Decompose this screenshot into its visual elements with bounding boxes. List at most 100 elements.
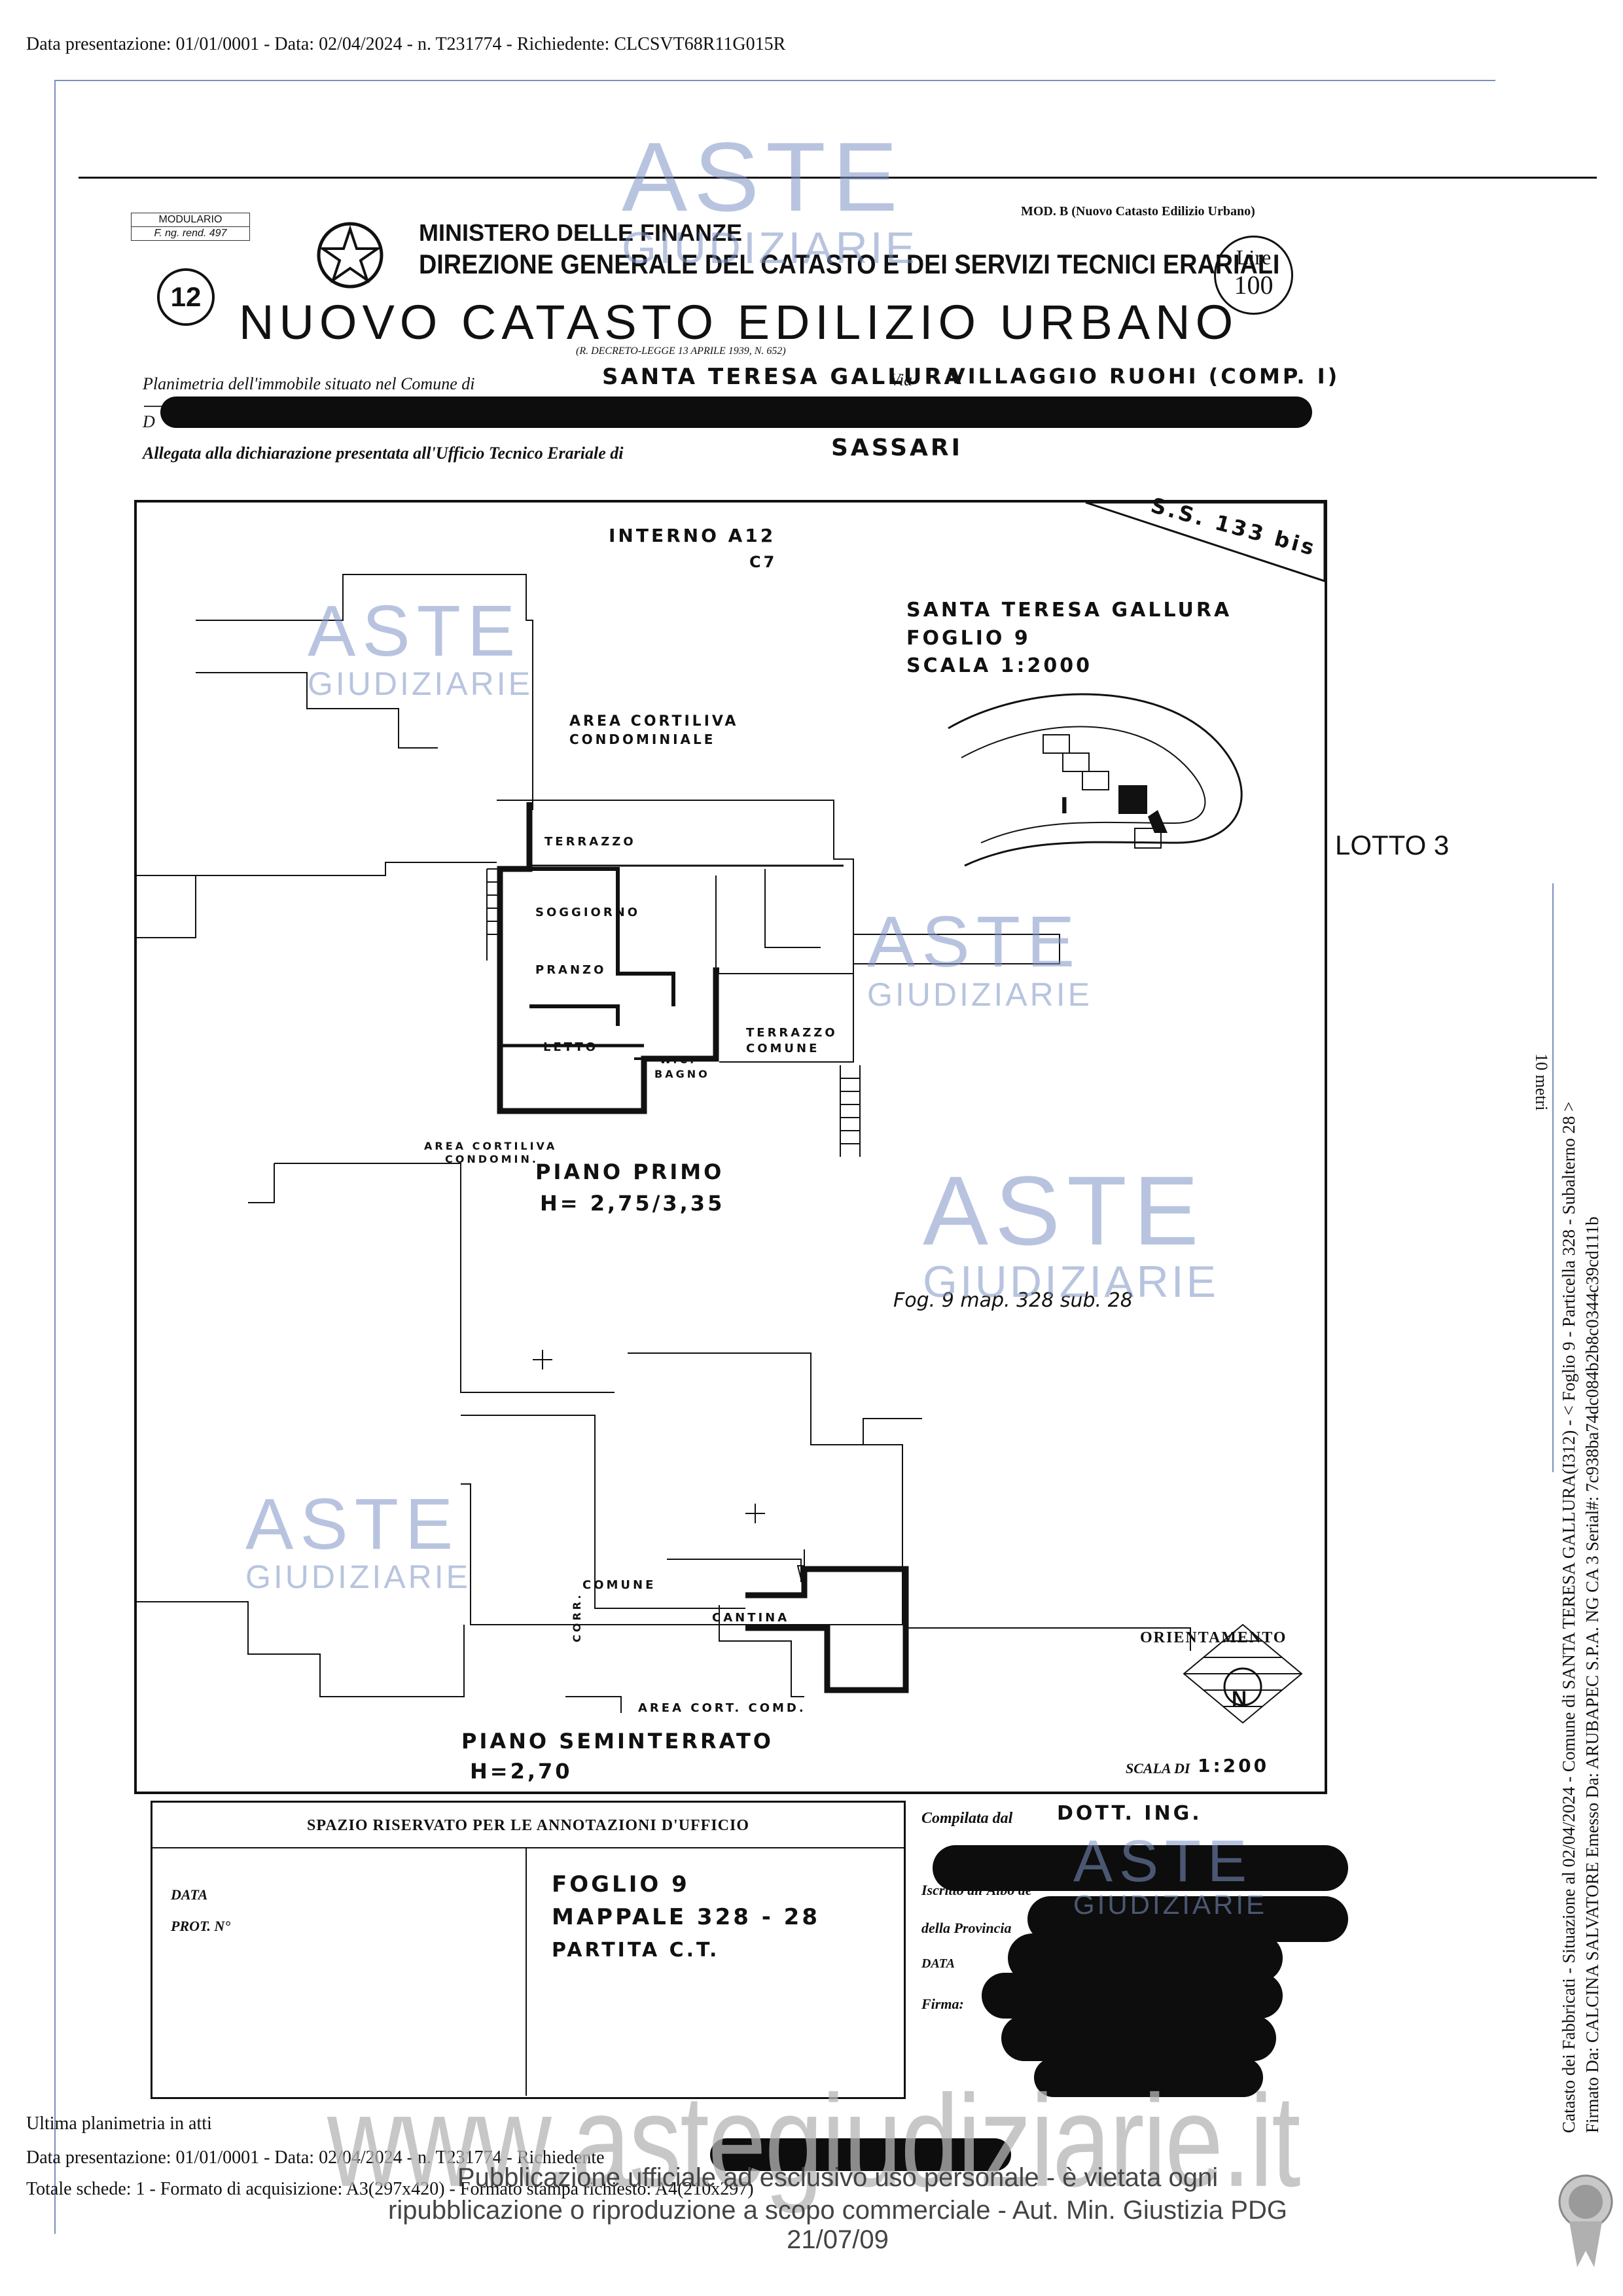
modulario-code: F. ng. rend. 497 xyxy=(132,226,249,240)
seal-icon xyxy=(1556,2172,1615,2270)
watermark-aste-text: ASTE xyxy=(308,591,522,671)
redaction-ditta xyxy=(160,397,1312,428)
orientamento-label: ORIENTAMENTO xyxy=(1140,1629,1287,1646)
piano-seminterrato-label: PIANO SEMINTERRATO xyxy=(461,1729,774,1754)
watermark-aste-text: ASTE xyxy=(923,1156,1205,1265)
watermark-giudiziarie-text: GIUDIZIARIE xyxy=(622,223,918,273)
wc-label: W.C. xyxy=(660,1053,697,1066)
watermark-aste-4: ASTE GIUDIZIARIE xyxy=(923,1161,1219,1304)
piano-primo-label: PIANO PRIMO xyxy=(535,1159,724,1184)
scala-label: SCALA 1:2000 xyxy=(906,654,1092,677)
terrazzo-comune-label-2: COMUNE xyxy=(746,1042,820,1055)
website-watermark: www.astegiudiziarie.it xyxy=(327,2067,1301,2214)
area-cort-condom-label-2: CONDOMIN. xyxy=(445,1153,539,1165)
data2-label: DATA xyxy=(921,1956,955,1971)
via-value: VILLAGGIO RUOHI (COMP. I) xyxy=(949,364,1340,389)
watermark-giudiziarie-text: GIUDIZIARIE xyxy=(245,1559,471,1595)
watermark-aste-6: ASTE GIUDIZIARIE xyxy=(1073,1832,1267,1918)
modulario-label: MODULARIO xyxy=(158,214,223,225)
area-cort-comd-label: AREA CORT. COMD. xyxy=(638,1701,806,1715)
scala-di-label: SCALA DI xyxy=(1126,1760,1190,1776)
north-label: N xyxy=(1232,1687,1247,1710)
ten-metri-label: 10 metri xyxy=(1532,1053,1551,1111)
interno-label: INTERNO A12 xyxy=(609,525,776,546)
emblem-icon xyxy=(311,219,389,291)
watermark-aste-3: ASTE GIUDIZIARIE xyxy=(867,902,1093,1013)
firma-label: Firma: xyxy=(921,1996,964,2012)
comune-value: SANTA TERESA GALLURA xyxy=(602,364,964,390)
roman-i: I xyxy=(1060,793,1071,819)
area-cortiliva-label: AREA CORTILIVA xyxy=(569,713,739,730)
bagno-label: BAGNO xyxy=(654,1068,710,1080)
form-title: NUOVO CATASTO EDILIZIO URBANO xyxy=(239,295,1239,349)
lire-stamp: Lire 100 xyxy=(1214,236,1293,315)
watermark-aste-text: ASTE xyxy=(245,1484,460,1564)
redaction-compilata xyxy=(933,1845,1348,1891)
redaction-data xyxy=(982,1973,1283,2019)
lotto-label: LOTTO 3 xyxy=(1335,830,1450,860)
area-cort-condom-label-1: AREA CORTILIVA xyxy=(424,1140,558,1152)
partita-annotation: PARTITA C.T. xyxy=(552,1939,720,1962)
ditta-label: D xyxy=(143,412,155,431)
watermark-giudiziarie-text: GIUDIZIARIE xyxy=(867,976,1093,1013)
mappale-annotation: MAPPALE 328 - 28 xyxy=(552,1904,820,1930)
ufficio-value: SASSARI xyxy=(831,434,963,461)
watermark-aste-1: ASTE GIUDIZIARIE xyxy=(622,128,918,270)
redaction-richiedente xyxy=(710,2138,1011,2171)
spazio-header: SPAZIO RISERVATO PER LE ANNOTAZIONI D'UF… xyxy=(152,1803,904,1848)
plan-frame xyxy=(134,500,1327,1794)
footer-line-2: Data presentazione: 01/01/0001 - Data: 0… xyxy=(26,2147,605,2168)
corr-label: CORR. xyxy=(571,1592,583,1642)
foglio-label: FOGLIO 9 xyxy=(906,627,1031,650)
watermark-giudiziarie-text: GIUDIZIARIE xyxy=(1073,1889,1268,1920)
sheet-top-edge xyxy=(79,177,1597,179)
annotation-box: SPAZIO RISERVATO PER LE ANNOTAZIONI D'UF… xyxy=(151,1801,906,2099)
scala-di-value: 1:200 xyxy=(1198,1755,1270,1776)
publication-notice-2: ripubblicazione o riproduzione a scopo c… xyxy=(388,2196,1287,2254)
compilata-value: DOTT. ING. xyxy=(1057,1802,1202,1825)
redaction-firma-2 xyxy=(1034,2058,1263,2097)
watermark-aste-text: ASTE xyxy=(1073,1829,1254,1894)
via-label: Via xyxy=(890,370,913,389)
cantina-label: CANTINA xyxy=(712,1611,790,1625)
publication-notice-1: Pubblicazione ufficiale ad esclusivo uso… xyxy=(457,2163,1219,2192)
terrazzo-label: TERRAZZO xyxy=(544,835,636,849)
prot-label: PROT. N° xyxy=(171,1918,231,1934)
data-label: DATA xyxy=(171,1886,208,1903)
planimetria-label: Planimetria dell'immobile situato nel Co… xyxy=(143,374,475,393)
watermark-aste-text: ASTE xyxy=(867,902,1082,982)
sheet-number: 12 xyxy=(157,268,215,326)
lire-label: Lire xyxy=(1236,245,1272,269)
modulario-box: MODULARIO F. ng. rend. 497 xyxy=(131,213,250,241)
side-text-catasto: Catasto dei Fabbricati - Situazione al 0… xyxy=(1559,1101,1578,2133)
c7-label: C7 xyxy=(749,553,777,571)
redaction-firma xyxy=(1001,2015,1276,2061)
location-title: SANTA TERESA GALLURA xyxy=(906,599,1232,622)
decree: (R. DECRETO-LEGGE 13 APRILE 1939, N. 652… xyxy=(576,345,786,357)
side-text-firmato: Firmato Da: CALCINA SALVATORE Emesso Da:… xyxy=(1582,1216,1602,2133)
condominiale-label: CONDOMINIALE xyxy=(569,732,716,747)
direction: DIREZIONE GENERALE DEL CATASTO E DEI SER… xyxy=(419,249,1280,279)
h-primo-label: H= 2,75/3,35 xyxy=(540,1191,725,1216)
lire-value: 100 xyxy=(1234,270,1274,300)
soggiorno-label: SOGGIORNO xyxy=(535,906,641,919)
sheet-frame xyxy=(54,80,1495,2234)
letto-label: LETTO xyxy=(543,1040,599,1054)
foglio-annotation: FOGLIO 9 xyxy=(552,1871,690,1898)
floor-plan-drawing xyxy=(137,503,1325,1724)
watermark-giudiziarie-text: GIUDIZIARIE xyxy=(308,665,533,702)
annotation-divider xyxy=(526,1848,527,2096)
footer-line-3: Totale schede: 1 - Formato di acquisizio… xyxy=(26,2179,754,2199)
allegata-label: Allegata alla dichiarazione presentata a… xyxy=(143,444,624,463)
watermark-aste-2: ASTE GIUDIZIARIE xyxy=(308,591,533,702)
ministry: MINISTERO DELLE FINANZE xyxy=(419,219,742,246)
watermark-aste-5: ASTE GIUDIZIARIE xyxy=(245,1484,471,1595)
h-semi-label: H=2,70 xyxy=(470,1759,573,1784)
mod-b: MOD. B (Nuovo Catasto Edilizio Urbano) xyxy=(1021,204,1255,219)
pranzo-label: PRANZO xyxy=(535,963,607,977)
watermark-aste-text: ASTE xyxy=(622,122,904,232)
scale-bar xyxy=(1552,883,1554,1472)
comune-label: COMUNE xyxy=(582,1578,656,1592)
watermark-giudiziarie-text: GIUDIZIARIE xyxy=(923,1257,1219,1307)
compilata-label: Compilata dal xyxy=(921,1810,1013,1827)
